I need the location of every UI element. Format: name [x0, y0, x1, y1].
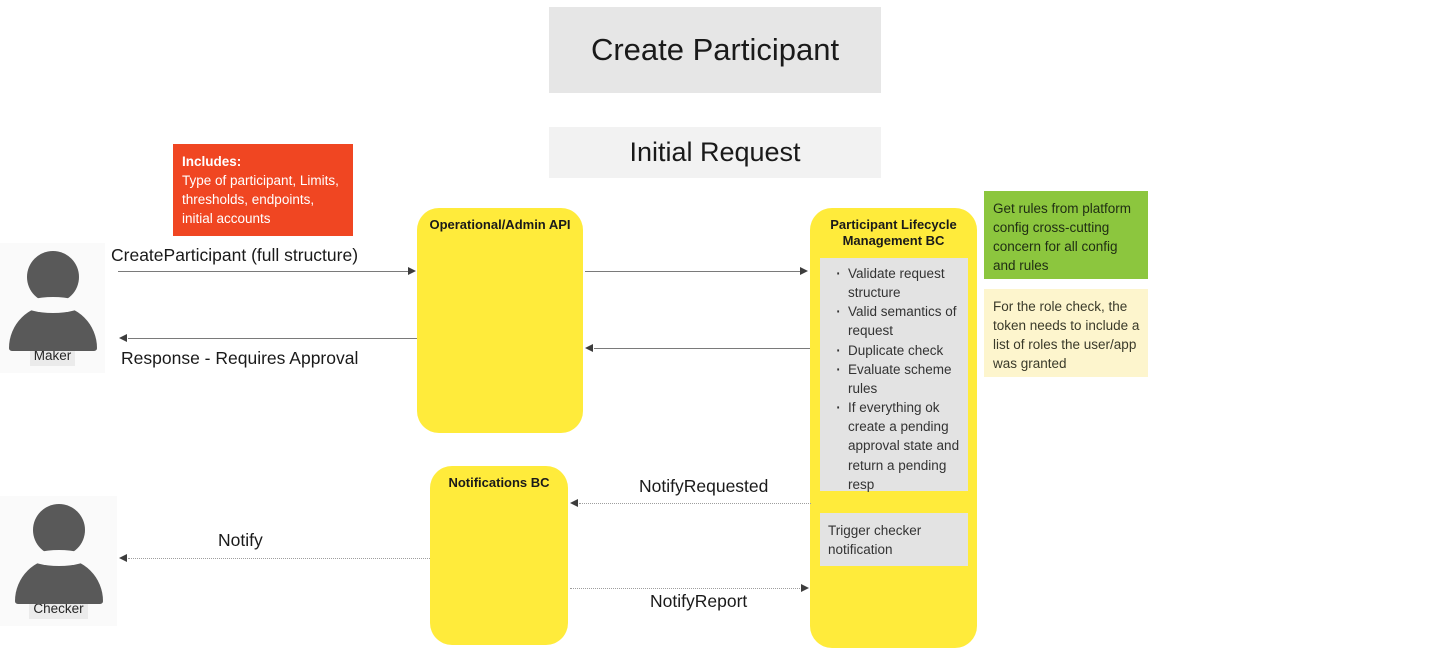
actor-maker-label: Maker — [29, 347, 76, 366]
lifeline-operational-admin-api-title: Operational/Admin API — [429, 217, 571, 232]
list-item: Evaluate scheme rules — [835, 359, 962, 398]
connector-api-to-plm-line — [585, 271, 801, 272]
connector-plm-to-api-line — [594, 348, 810, 349]
person-icon-neck — [23, 297, 82, 313]
list-item: Validate request structure — [835, 263, 962, 302]
connector-response-requires-approval-arrowhead — [119, 333, 127, 342]
list-item: If everything ok create a pending approv… — [835, 397, 962, 494]
connector-response-requires-approval-label: Response - Requires Approval — [121, 348, 359, 368]
note-includes-body: Type of participant, Limits, thresholds,… — [182, 173, 339, 227]
connector-notify-report-line — [570, 588, 802, 589]
actor-maker: Maker — [0, 243, 105, 373]
connector-notify-line — [128, 558, 430, 559]
plm-checklist-list: Validate request structure Valid semanti… — [826, 263, 962, 494]
connector-response-requires-approval-line — [128, 338, 417, 339]
note-platform-config: Get rules from platform config cross-cut… — [984, 191, 1148, 279]
person-icon — [7, 249, 99, 351]
lifeline-notifications-bc-title: Notifications BC — [448, 475, 550, 490]
list-item: Valid semantics of request — [835, 301, 962, 340]
person-icon-neck — [29, 550, 88, 566]
connector-create-participant-label: CreateParticipant (full structure) — [111, 245, 359, 265]
note-includes: Includes: Type of participant, Limits, t… — [173, 144, 353, 236]
person-icon-head — [26, 251, 79, 303]
connector-notify-label: Notify — [218, 530, 263, 550]
connector-api-to-plm-arrowhead — [800, 266, 808, 275]
connector-notify-report-label: NotifyReport — [650, 591, 748, 611]
connector-notify-requested-arrowhead — [570, 498, 578, 507]
page-title: Create Participant — [549, 7, 881, 93]
lifeline-notifications-bc: Notifications BC — [430, 466, 568, 645]
note-role-check: For the role check, the token needs to i… — [984, 289, 1148, 377]
person-icon — [13, 502, 105, 604]
connector-notify-requested-label: NotifyRequested — [639, 476, 769, 496]
plm-trigger-note: Trigger checker notification — [820, 513, 968, 566]
lifeline-operational-admin-api: Operational/Admin API — [417, 208, 583, 433]
connector-create-participant-line — [118, 271, 409, 272]
actor-checker: Checker — [0, 496, 117, 626]
connector-notify-arrowhead — [119, 553, 127, 562]
lifeline-participant-lifecycle-management-bc-title: Participant Lifecycle Management BC — [830, 217, 957, 248]
note-includes-heading: Includes: — [182, 154, 242, 169]
person-icon-head — [32, 504, 85, 556]
connector-notify-requested-line — [579, 503, 811, 504]
plm-checklist: Validate request structure Valid semanti… — [820, 258, 968, 494]
connector-notify-report-arrowhead — [801, 583, 809, 592]
list-item: Duplicate check — [835, 340, 962, 362]
actor-checker-label: Checker — [29, 600, 88, 619]
connector-plm-to-api-arrowhead — [585, 343, 593, 352]
connector-create-participant-arrowhead — [408, 266, 416, 275]
section-title: Initial Request — [549, 127, 881, 178]
